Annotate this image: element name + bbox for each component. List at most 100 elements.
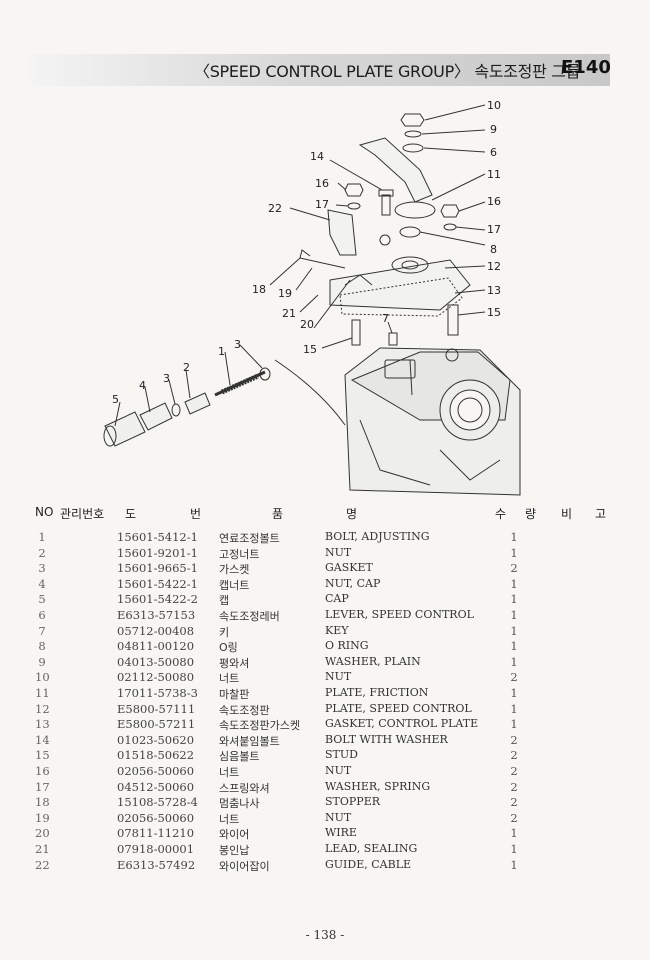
row-no: 9 bbox=[38, 654, 46, 669]
row-qty: 1 bbox=[510, 826, 518, 841]
parts-table-header: NO 관리번호 도 번 품 명 수 량 비 고 bbox=[0, 505, 650, 525]
row-no: 16 bbox=[35, 764, 50, 778]
row-part-number: 07811-11210 bbox=[117, 826, 195, 841]
row-no: 12 bbox=[35, 701, 50, 716]
row-part-number: 04013-50080 bbox=[117, 654, 195, 669]
row-korean-name: 멈춤나사 bbox=[219, 797, 260, 811]
row-english-name: O RING bbox=[325, 639, 369, 653]
row-english-name: LEVER, SPEED CONTROL bbox=[325, 608, 474, 621]
row-qty: 1 bbox=[510, 545, 518, 560]
row-part-number: 05712-00408 bbox=[117, 623, 195, 638]
row-no: 11 bbox=[35, 686, 50, 700]
col-no: NO bbox=[35, 505, 54, 519]
callout-6: 6 bbox=[490, 146, 497, 159]
row-part-number: 15601-9201-1 bbox=[117, 545, 198, 560]
row-part-number: 15601-5412-1 bbox=[117, 530, 198, 544]
callout-10: 10 bbox=[487, 99, 501, 112]
col-qty-1: 수 bbox=[495, 507, 507, 521]
callout-7: 7 bbox=[382, 312, 389, 325]
col-remark-1: 비 bbox=[561, 507, 573, 521]
row-qty: 1 bbox=[510, 639, 518, 654]
group-code: E140 bbox=[561, 57, 611, 78]
row-qty: 2 bbox=[510, 670, 518, 685]
table-row: 11 17011-5738-3 마찰판 PLATE, FRICTION 1 bbox=[0, 686, 650, 701]
row-korean-name: O링 bbox=[219, 641, 238, 655]
row-part-number: 15601-5422-2 bbox=[117, 592, 198, 607]
exploded-diagram: 10 9 6 11 16 17 8 12 13 15 14 16 17 22 1… bbox=[103, 99, 521, 496]
row-qty: 2 bbox=[510, 764, 518, 778]
row-qty: 2 bbox=[510, 732, 518, 747]
row-english-name: STOPPER bbox=[325, 795, 381, 809]
row-no: 14 bbox=[35, 732, 50, 747]
row-no: 2 bbox=[38, 545, 46, 560]
row-korean-name: 연료조정볼트 bbox=[219, 532, 280, 545]
row-english-name: GASKET bbox=[325, 561, 373, 575]
row-part-number: E6313-57492 bbox=[117, 857, 196, 872]
row-part-number: 02056-50060 bbox=[117, 764, 195, 778]
row-english-name: GUIDE, CABLE bbox=[325, 857, 412, 871]
callout-8: 8 bbox=[490, 243, 497, 256]
row-english-name: NUT, CAP bbox=[325, 576, 381, 590]
row-korean-name: 속도조정판가스켓 bbox=[219, 719, 300, 733]
row-korean-name: 와이어 bbox=[219, 828, 250, 842]
row-korean-name: 캡 bbox=[219, 594, 230, 608]
row-part-number: 17011-5738-3 bbox=[117, 686, 198, 700]
callout-18: 18 bbox=[252, 283, 266, 296]
callout-14: 14 bbox=[310, 150, 324, 163]
callout-22: 22 bbox=[268, 202, 282, 215]
row-qty: 2 bbox=[510, 748, 518, 763]
callout-15-left: 15 bbox=[303, 343, 317, 356]
row-korean-name: 가스켓 bbox=[219, 563, 250, 577]
row-korean-name: 마찰판 bbox=[219, 688, 250, 701]
callout-5: 5 bbox=[112, 393, 119, 406]
callout-21: 21 bbox=[282, 307, 296, 320]
row-no: 8 bbox=[38, 639, 46, 654]
row-part-number: E6313-57153 bbox=[117, 608, 196, 622]
header-band bbox=[30, 54, 610, 86]
callout-16-right: 16 bbox=[487, 195, 501, 208]
row-english-name: BOLT WITH WASHER bbox=[325, 732, 448, 746]
row-english-name: PLATE, FRICTION bbox=[325, 686, 429, 699]
callout-1: 1 bbox=[218, 345, 225, 358]
row-qty: 2 bbox=[510, 795, 518, 810]
row-korean-name: 평와셔 bbox=[219, 656, 250, 670]
row-no: 10 bbox=[35, 670, 50, 685]
row-english-name: WIRE bbox=[325, 826, 357, 840]
row-korean-name: 너트 bbox=[219, 672, 240, 686]
col-item-2: 명 bbox=[346, 507, 358, 521]
callout-15-right: 15 bbox=[487, 306, 501, 319]
row-english-name: NUT bbox=[325, 545, 352, 559]
callout-20: 20 bbox=[300, 318, 314, 331]
callout-9: 9 bbox=[490, 123, 497, 136]
row-no: 7 bbox=[38, 623, 46, 638]
row-part-number: 04512-50060 bbox=[117, 779, 195, 794]
row-qty: 1 bbox=[510, 686, 518, 700]
row-qty: 1 bbox=[510, 717, 518, 732]
col-drawing-1: 도 bbox=[125, 507, 137, 521]
row-no: 6 bbox=[38, 608, 46, 622]
callout-11: 11 bbox=[487, 168, 501, 181]
callout-19: 19 bbox=[278, 287, 292, 300]
row-no: 18 bbox=[35, 795, 50, 810]
page-number: - 138 - bbox=[305, 928, 345, 942]
row-korean-name: 와셔붙임볼트 bbox=[219, 734, 280, 748]
callout-3-lower: 3 bbox=[163, 372, 170, 385]
row-no: 1 bbox=[38, 530, 46, 544]
row-no: 22 bbox=[35, 857, 50, 872]
row-part-number: E5800-57111 bbox=[117, 701, 196, 716]
row-korean-name: 키 bbox=[219, 625, 230, 639]
row-english-name: PLATE, SPEED CONTROL bbox=[325, 701, 472, 715]
